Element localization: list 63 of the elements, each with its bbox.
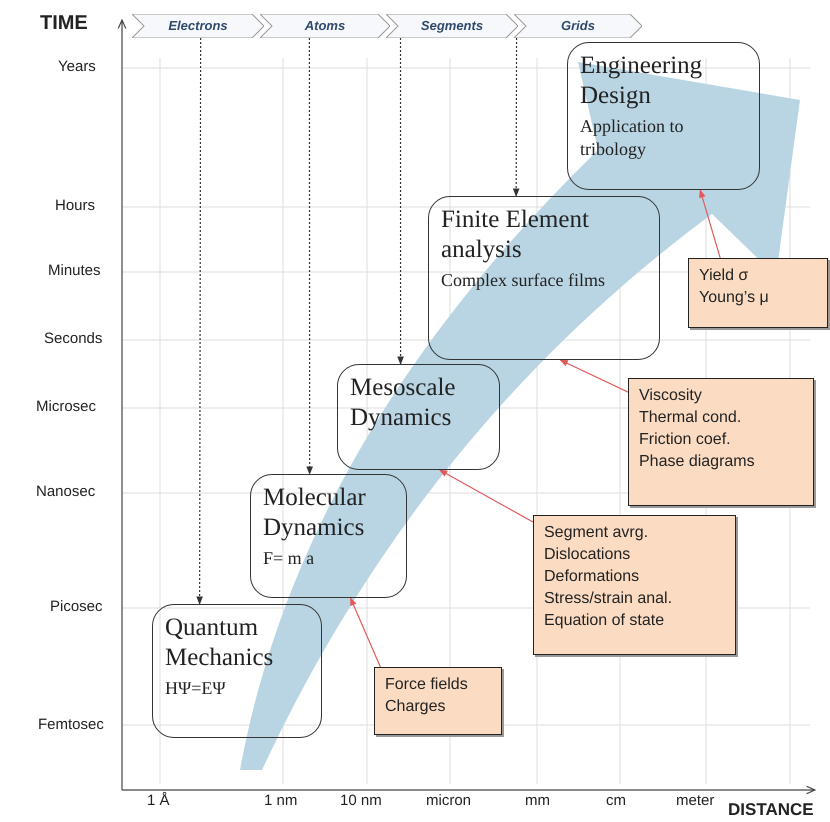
- time-tick-label: Minutes: [48, 262, 101, 279]
- distance-tick-label: 10 nm: [340, 792, 382, 809]
- model-box: [250, 474, 407, 598]
- step-label: Grids: [560, 17, 596, 35]
- distance-tick-label: 1 Å: [147, 792, 170, 809]
- pointer-arrow: [559, 359, 628, 393]
- model-detail: Complex surface films: [441, 269, 606, 292]
- property-item: Force fields: [385, 675, 469, 695]
- property-item: Viscosity: [639, 386, 703, 406]
- model-detail: F= m a: [263, 547, 316, 570]
- model-title: Molecular Dynamics: [263, 483, 367, 543]
- dotted-arrow: [196, 38, 203, 605]
- property-item: Friction coef.: [639, 430, 732, 450]
- property-item: Segment avrg.: [544, 523, 650, 543]
- property-item: Stress/strain anal.: [544, 589, 674, 609]
- chevron-step: [514, 14, 642, 38]
- model-title: Engineering Design: [580, 51, 704, 111]
- model-box: [567, 42, 760, 190]
- dotted-arrow: [397, 38, 404, 365]
- axis-title: TIME: [40, 12, 88, 35]
- property-item: Yield σ: [699, 266, 750, 286]
- distance-tick-label: cm: [606, 792, 626, 809]
- property-item: Equation of state: [544, 611, 666, 631]
- time-tick-label: Years: [58, 58, 96, 75]
- model-detail: HΨ=EΨ: [165, 677, 227, 700]
- dotted-arrow: [306, 38, 314, 475]
- distance-tick-label: mm: [525, 792, 550, 809]
- property-item: Deformations: [544, 567, 640, 587]
- time-tick-label: Hours: [55, 197, 96, 214]
- pointer-arrow: [699, 189, 721, 258]
- property-note: [533, 515, 736, 655]
- distance-tick-label: meter: [676, 792, 714, 809]
- pointer-arrow: [438, 469, 534, 523]
- chevron-step: [260, 14, 390, 38]
- model-title: Quantum Mechanics: [165, 613, 274, 673]
- property-item: Charges: [385, 697, 446, 717]
- pointer-arrow: [350, 597, 381, 668]
- axis-title: DISTANCE: [728, 800, 814, 820]
- model-title: Finite Element analysis: [441, 205, 590, 265]
- time-tick-label: Microsec: [36, 398, 96, 415]
- model-title: Mesoscale Dynamics: [350, 373, 457, 433]
- property-note: [374, 667, 502, 735]
- model-box: [428, 196, 660, 360]
- step-label: Segments: [420, 17, 484, 35]
- model-box: [337, 364, 500, 470]
- model-box: [152, 604, 322, 738]
- time-tick-label: Nanosec: [36, 483, 96, 500]
- property-note: [628, 378, 814, 506]
- chevron-step: [386, 14, 518, 38]
- step-label: Electrons: [167, 17, 229, 35]
- time-tick-label: Picosec: [50, 598, 103, 615]
- chevron-step: [132, 14, 264, 38]
- property-item: Phase diagrams: [639, 452, 756, 472]
- model-detail: Application to tribology: [580, 115, 684, 160]
- distance-tick-label: micron: [426, 792, 472, 809]
- property-item: Thermal cond.: [639, 408, 742, 428]
- property-note: [688, 258, 828, 328]
- step-label: Atoms: [304, 17, 346, 35]
- time-tick-label: Femtosec: [38, 716, 104, 733]
- property-item: Dislocations: [544, 545, 632, 565]
- time-tick-label: Seconds: [44, 330, 102, 347]
- property-item: Young’s μ: [699, 288, 770, 308]
- distance-tick-label: 1 nm: [264, 792, 298, 809]
